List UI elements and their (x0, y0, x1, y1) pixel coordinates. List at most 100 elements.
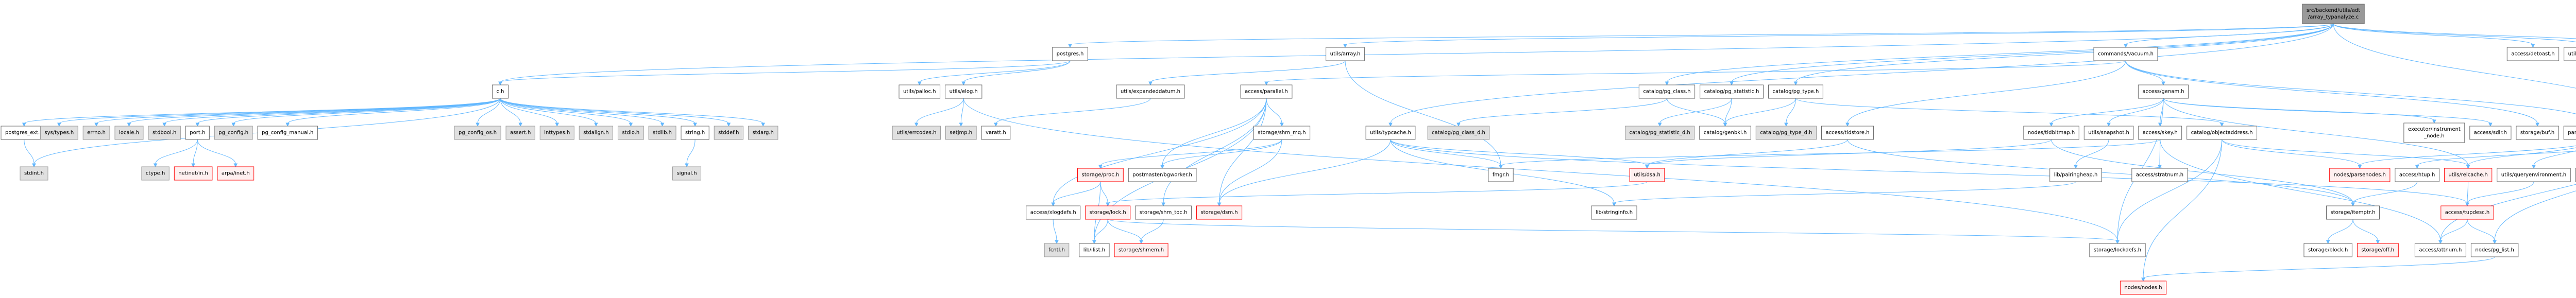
node-port[interactable]: port.h (185, 126, 210, 140)
node-netinet[interactable]: netinet/in.h (174, 166, 213, 181)
node-sdir[interactable]: access/sdir.h (2469, 126, 2512, 140)
node-pg_config_os[interactable]: pg_config_os.h (454, 126, 501, 140)
node-dsa[interactable]: utils/dsa.h (1629, 168, 1665, 182)
node-detoast[interactable]: access/detoast.h (2506, 47, 2560, 61)
node-setjmp[interactable]: setjmp.h (945, 126, 977, 140)
node-stratnum[interactable]: access/stratnum.h (2131, 168, 2188, 182)
node-pg_statistic[interactable]: catalog/pg_statistic.h (1700, 84, 1764, 99)
node-arpa[interactable]: arpa/inet.h (217, 166, 255, 181)
node-block[interactable]: storage/block.h (2303, 243, 2352, 257)
node-inttypes[interactable]: inttypes.h (539, 126, 574, 140)
edge-port-to-arpa (197, 139, 238, 168)
node-stdlib[interactable]: stdlib.h (648, 126, 676, 140)
node-tidstore[interactable]: access/tidstore.h (1821, 126, 1874, 140)
node-stddef[interactable]: stddef.h (714, 126, 743, 140)
node-box (1079, 243, 1110, 257)
node-label: pg_config_os.h (459, 130, 497, 136)
node-label: utils/elog.h (950, 89, 978, 95)
node-elog[interactable]: utils/elog.h (945, 84, 982, 99)
node-stdio[interactable]: stdio.h (617, 126, 644, 140)
node-fcntl[interactable]: fcntl.h (1044, 243, 1070, 257)
node-shm_toc[interactable]: storage/shm_toc.h (1135, 205, 1192, 220)
edge-line (2352, 219, 2378, 241)
node-shm_mq[interactable]: storage/shm_mq.h (1253, 126, 1311, 140)
node-postgres_ext[interactable]: postgres_ext.h (1, 126, 48, 140)
edge-root-to-catalog_pg_class (1665, 23, 2334, 86)
edge-c-to-locale (127, 98, 501, 127)
node-c[interactable]: c.h (492, 84, 509, 99)
node-label: access/attnum.h (2419, 248, 2462, 253)
node-label: src/backend/utils/adt (2307, 8, 2360, 13)
node-signal[interactable]: signal.h (672, 166, 702, 181)
node-stringinfo[interactable]: lib/stringinfo.h (1591, 205, 1637, 220)
node-stdbool[interactable]: stdbool.h (148, 126, 181, 140)
node-errno[interactable]: errno.h (82, 126, 110, 140)
node-htup[interactable]: access/htup.h (2395, 168, 2439, 182)
edge-line (233, 98, 501, 124)
node-pg_config[interactable]: pg_config.h (214, 126, 253, 140)
node-pg_config_manual[interactable]: pg_config_manual.h (257, 126, 318, 140)
node-locale[interactable]: locale.h (114, 126, 144, 140)
node-ilist[interactable]: lib/ilist.h (1079, 243, 1110, 257)
node-stdint[interactable]: stdint.h (20, 166, 48, 181)
node-pairingheap[interactable]: lib/pairingheap.h (2049, 168, 2102, 182)
node-stdalign[interactable]: stdalign.h (579, 126, 614, 140)
node-pg_class_d[interactable]: catalog/pg_class_d.h (1427, 126, 1490, 140)
node-palloc[interactable]: utils/palloc.h (899, 84, 941, 99)
node-systypes[interactable]: sys/types.h (40, 126, 78, 140)
node-pg_type_d[interactable]: catalog/pg_type_d.h (1755, 126, 1817, 140)
node-parallel[interactable]: access/parallel.h (1240, 84, 1293, 99)
node-attnum[interactable]: access/attnum.h (2414, 243, 2466, 257)
node-off[interactable]: storage/off.h (2357, 243, 2399, 257)
node-lockdefs[interactable]: storage/lockdefs.h (2089, 243, 2146, 257)
node-datum[interactable]: utils/datum.h (2564, 47, 2576, 61)
edge-line (1390, 23, 2334, 124)
node-errcodes[interactable]: utils/errcodes.h (892, 126, 941, 140)
node-label: inttypes.h (544, 130, 570, 136)
edge-line (500, 98, 729, 124)
node-label: catalog/objectaddress.h (2191, 130, 2253, 136)
node-genbki[interactable]: catalog/genbki.h (1699, 126, 1751, 140)
node-lock[interactable]: storage/lock.h (1085, 205, 1131, 220)
node-typcache[interactable]: utils/typcache.h (1365, 126, 1416, 140)
node-vacuum[interactable]: commands/vacuum.h (2093, 47, 2158, 61)
node-relcache[interactable]: utils/relcache.h (2444, 168, 2493, 182)
node-queryenv[interactable]: utils/queryenvironment.h (2497, 168, 2571, 182)
node-array[interactable]: utils/array.h (1326, 47, 1365, 61)
node-parsenodes[interactable]: nodes/parsenodes.h (2329, 168, 2391, 182)
edge-line (500, 98, 696, 124)
node-itemptr[interactable]: storage/itemptr.h (2326, 205, 2380, 220)
node-genam[interactable]: access/genam.h (2138, 84, 2189, 99)
node-bgworker[interactable]: postmaster/bgworker.h (1128, 168, 1197, 182)
node-expandeddatum[interactable]: utils/expandeddatum.h (1116, 84, 1185, 99)
node-tidbitmap[interactable]: nodes/tidbitmap.h (2023, 126, 2079, 140)
node-root[interactable]: src/backend/utils/adt/array_typanalyze.c (2302, 4, 2365, 24)
node-ctype[interactable]: ctype.h (141, 166, 170, 181)
edge-line (500, 98, 764, 124)
node-label: catalog/pg_type.h (1773, 89, 1819, 95)
node-skey[interactable]: access/skey.h (2138, 126, 2182, 140)
node-dsm[interactable]: storage/dsm.h (1196, 205, 1243, 220)
node-varatt[interactable]: varatt.h (981, 126, 1011, 140)
node-tupdesc[interactable]: access/tupdesc.h (2441, 205, 2494, 220)
node-objectaddress[interactable]: catalog/objectaddress.h (2187, 126, 2258, 140)
node-buf[interactable]: storage/buf.h (2516, 126, 2559, 140)
node-pg_list[interactable]: nodes/pg_list.h (2470, 243, 2519, 257)
edge-objectaddress-to-nodes (2141, 139, 2223, 282)
node-instrument[interactable]: executor/instrument_node.h (2403, 122, 2465, 143)
node-pg_type[interactable]: catalog/pg_type.h (1768, 84, 1823, 99)
node-box (748, 126, 778, 140)
node-snapshot[interactable]: utils/snapshot.h (2083, 126, 2134, 140)
node-string[interactable]: string.h (681, 126, 709, 140)
node-xlogdefs[interactable]: access/xlogdefs.h (1026, 205, 1081, 220)
node-nodes[interactable]: nodes/nodes.h (2120, 281, 2167, 295)
node-assert[interactable]: assert.h (505, 126, 535, 140)
node-fmgr[interactable]: fmgr.h (1488, 168, 1514, 182)
node-postgres[interactable]: postgres.h (1052, 47, 1088, 61)
node-parse_node[interactable]: parser/parse_node.h (2563, 126, 2576, 140)
node-shmem[interactable]: storage/shmem.h (1114, 243, 1168, 257)
node-proc[interactable]: storage/proc.h (1077, 168, 1124, 182)
node-pg_statistic_d[interactable]: catalog/pg_statistic_d.h (1625, 126, 1695, 140)
node-stdarg[interactable]: stdarg.h (748, 126, 778, 140)
node-pg_class[interactable]: catalog/pg_class.h (1638, 84, 1696, 99)
